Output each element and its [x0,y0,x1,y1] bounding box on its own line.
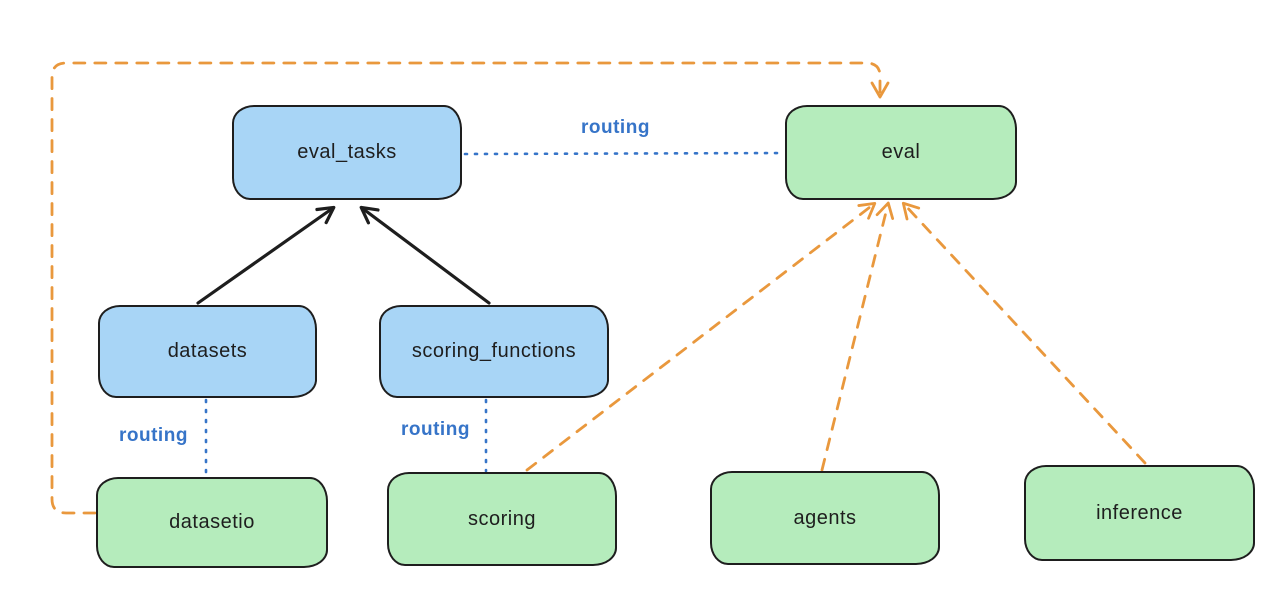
node-inference[interactable]: inference [1024,465,1255,561]
routing-label-datasets-datasetio: routing [119,425,188,446]
edge-scoring-functions-to-eval-tasks [359,205,491,305]
node-eval-tasks[interactable]: eval_tasks [232,105,462,200]
routing-label-eval-tasks-eval: routing [581,117,650,138]
edge-agents-to-eval [820,201,895,472]
node-label: inference [1096,501,1183,524]
edge-inference-to-eval [901,201,1147,465]
node-datasetio[interactable]: datasetio [96,477,328,568]
node-label: eval [881,141,921,163]
node-label: agents [793,506,857,529]
edge-scoring-to-eval [525,201,877,472]
node-agents[interactable]: agents [710,471,940,565]
node-scoring[interactable]: scoring [387,472,617,566]
node-label: eval_tasks [297,141,397,163]
node-label: datasetio [169,511,255,533]
node-datasets[interactable]: datasets [98,305,317,398]
node-scoring-functions[interactable]: scoring_functions [379,305,609,398]
edge-eval-tasks-to-eval [463,151,786,156]
node-label: scoring [468,507,536,530]
node-eval[interactable]: eval [785,105,1017,200]
routing-label-scoring-functions-scoring: routing [401,419,470,440]
edge-datasetio-to-eval [50,61,890,515]
node-label: scoring_functions [411,340,577,362]
node-label: datasets [167,340,248,362]
edge-datasets-to-eval-tasks [196,205,336,305]
